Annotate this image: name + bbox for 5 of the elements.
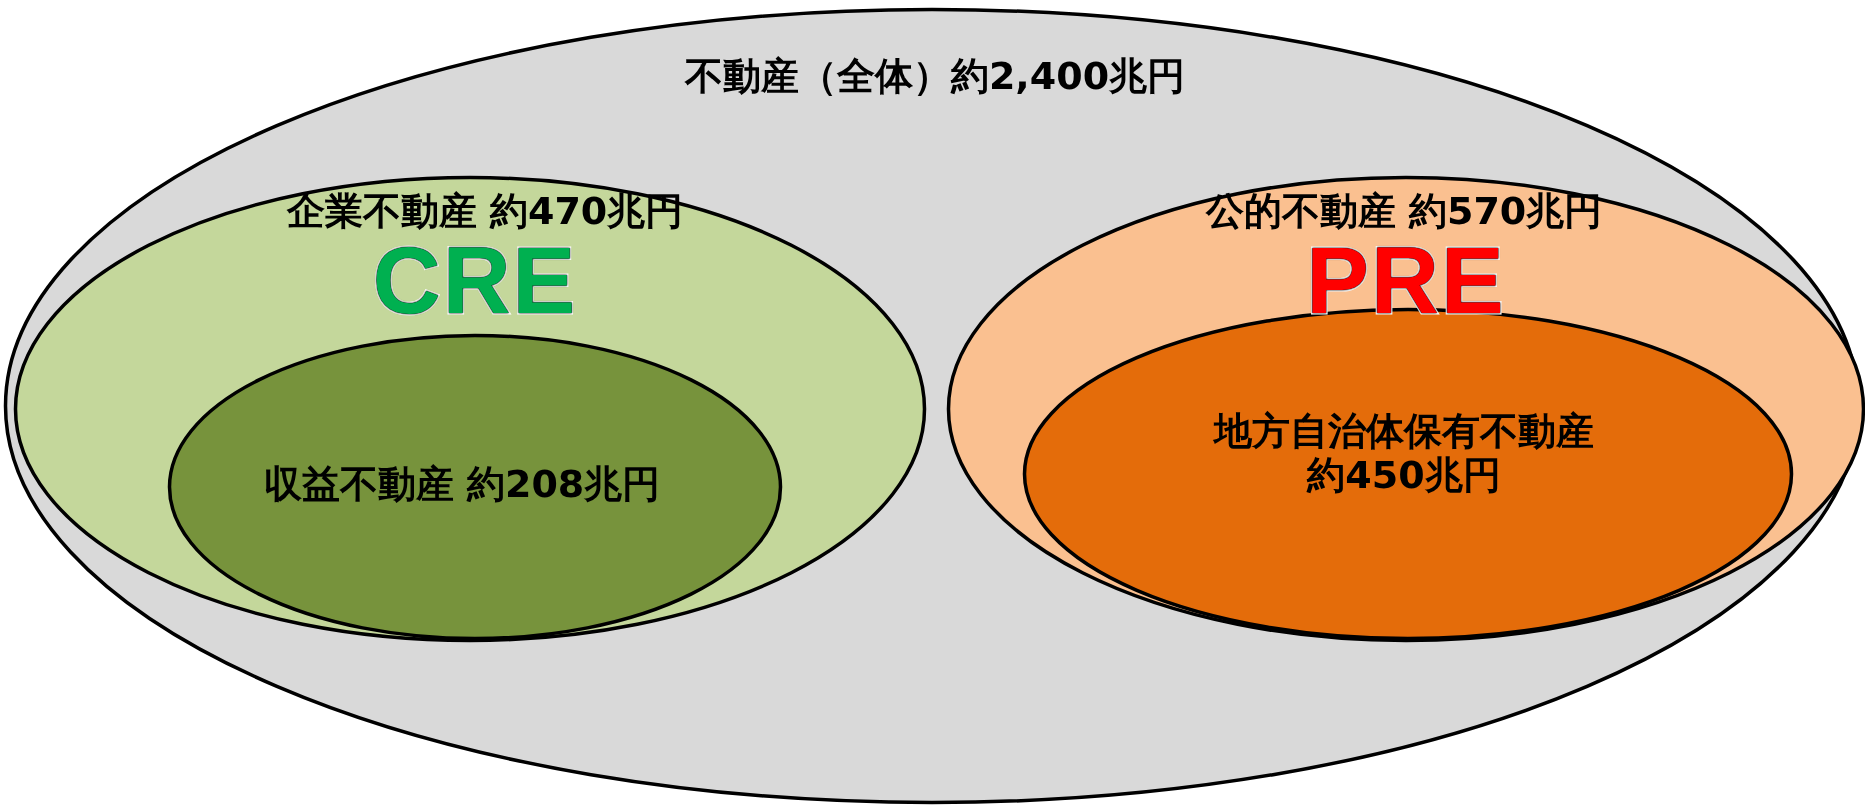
region-label: 不動産（全体）約2,400兆円 — [684, 55, 1186, 99]
acronym-label: PRE — [1306, 234, 1506, 328]
region-label: 地方自治体保有不動産約450兆円 — [1212, 410, 1595, 498]
region-label: 収益不動産 約208兆円 — [263, 463, 661, 507]
acronym-label: CRE — [372, 234, 578, 328]
